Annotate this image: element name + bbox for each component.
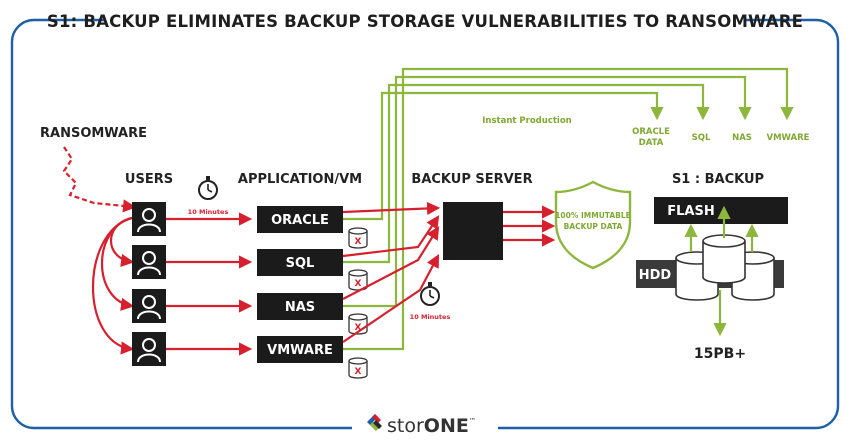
db-x-mark: X xyxy=(355,237,362,247)
db-x-mark: X xyxy=(355,323,362,333)
app-label: ORACLE xyxy=(271,213,329,228)
user-to-app-arrows xyxy=(166,212,253,356)
database-icon xyxy=(702,234,746,284)
storone-logo: storONE™ xyxy=(367,414,476,437)
app-label: SQL xyxy=(286,256,315,271)
capacity-label: 15PB+ xyxy=(694,346,746,362)
target-oracle-line1: ORACLE xyxy=(632,127,670,137)
user-icon xyxy=(132,245,166,279)
timer-top-label: 10 Minutes xyxy=(188,208,229,216)
production-line-oracle xyxy=(343,91,664,221)
database-icon: X xyxy=(348,357,368,379)
target-oracle-line2: DATA xyxy=(639,138,664,148)
user-connectors xyxy=(92,216,135,355)
target-vmware: VMWARE xyxy=(767,133,810,143)
database-icon: X xyxy=(348,227,368,249)
app-label: NAS xyxy=(285,300,315,315)
shield-line1: 100% IMMUTABLE xyxy=(555,211,631,220)
shield-icon xyxy=(554,180,632,270)
user-icon xyxy=(132,202,166,236)
diagram-title: S1: BACKUP ELIMINATES BACKUP STORAGE VUL… xyxy=(47,12,803,31)
flash-up-arrows xyxy=(684,205,759,252)
production-lines xyxy=(343,67,794,351)
backup-to-shield-arrows xyxy=(503,205,556,247)
db-x-mark: X xyxy=(355,279,362,289)
s1-backup-label: S1 : BACKUP xyxy=(672,172,764,187)
app-box-sql: SQL xyxy=(257,249,343,276)
timer-bottom-label: 10 Minutes xyxy=(410,313,451,321)
app-label: VMWARE xyxy=(267,343,333,358)
application-vm-label: APPLICATION/VM xyxy=(238,172,362,187)
instant-production-label: Instant Production xyxy=(482,116,571,126)
app-to-backup-arrows xyxy=(342,201,441,343)
backup-server-box xyxy=(443,202,503,260)
db-x-mark: X xyxy=(355,367,362,377)
target-nas: NAS xyxy=(732,133,752,143)
ransomware-path xyxy=(62,146,137,213)
production-line-nas xyxy=(343,75,752,308)
app-box-vmware: VMWARE xyxy=(257,336,343,363)
stopwatch-icon xyxy=(420,282,440,306)
storage-cylinders xyxy=(675,234,775,301)
production-line-vmware xyxy=(343,67,794,351)
users-label: USERS xyxy=(125,172,173,187)
target-sql: SQL xyxy=(692,133,711,143)
flash-label: FLASH xyxy=(667,204,714,219)
shield-line2: BACKUP DATA xyxy=(564,222,623,231)
backup-server-label: BACKUP SERVER xyxy=(411,172,532,187)
production-line-sql xyxy=(343,83,710,264)
logo-wordmark: storONE™ xyxy=(387,415,476,437)
stopwatch-icon xyxy=(198,176,218,200)
title-backdrop xyxy=(104,6,746,34)
app-box-oracle: ORACLE xyxy=(257,206,343,233)
app-box-nas: NAS xyxy=(257,293,343,320)
hdd-label: HDD xyxy=(639,268,672,283)
logo-mark-icon xyxy=(367,414,382,431)
ransomware-label: RANSOMWARE xyxy=(40,126,147,141)
database-icons: X X X X xyxy=(348,227,368,379)
user-icon xyxy=(132,332,166,366)
user-icon xyxy=(132,289,166,323)
user-icons xyxy=(132,202,166,366)
